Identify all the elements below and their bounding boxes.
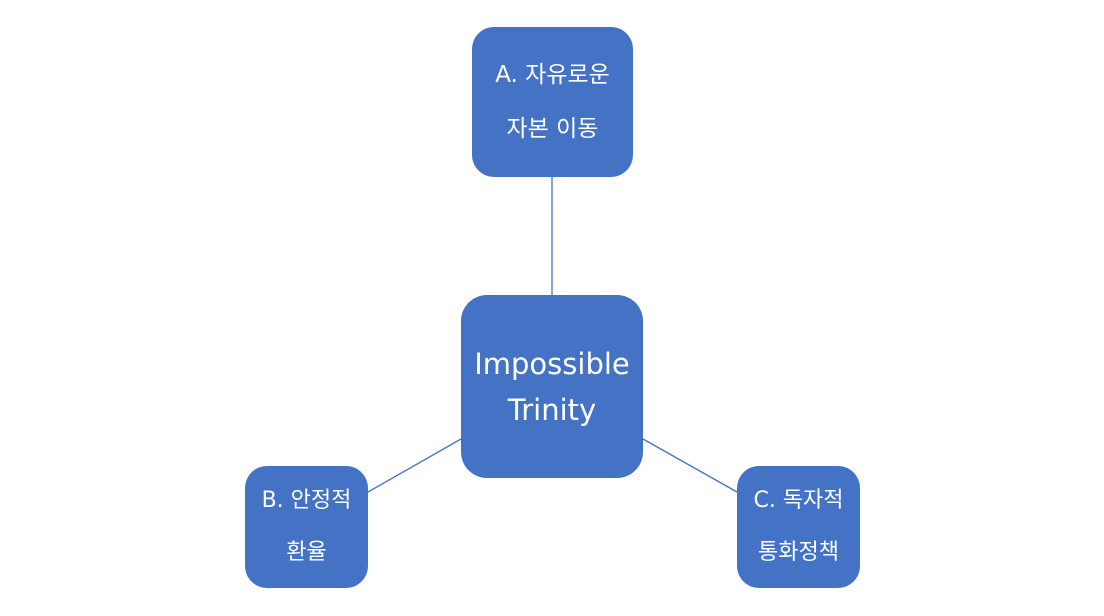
- node-c-line-2: 통화정책: [758, 540, 839, 565]
- connector-center-to-b: [367, 438, 462, 493]
- node-c-line-1: C. 독자적: [753, 488, 844, 513]
- node-stable-exchange-rate: B. 안정적 환율: [245, 466, 368, 588]
- node-a-line-2: 자본 이동: [506, 116, 599, 142]
- node-a-line-1: A. 자유로운: [495, 62, 610, 88]
- node-independent-monetary-policy: C. 독자적 통화정책: [737, 466, 860, 588]
- center-line-1: Impossible: [474, 346, 630, 381]
- node-free-capital-movement: A. 자유로운 자본 이동: [472, 27, 633, 177]
- node-impossible-trinity: Impossible Trinity: [461, 295, 643, 478]
- node-b-line-2: 환율: [286, 540, 327, 565]
- center-line-2: Trinity: [507, 392, 597, 427]
- node-b-line-1: B. 안정적: [261, 488, 352, 513]
- connector-center-to-c: [642, 438, 738, 493]
